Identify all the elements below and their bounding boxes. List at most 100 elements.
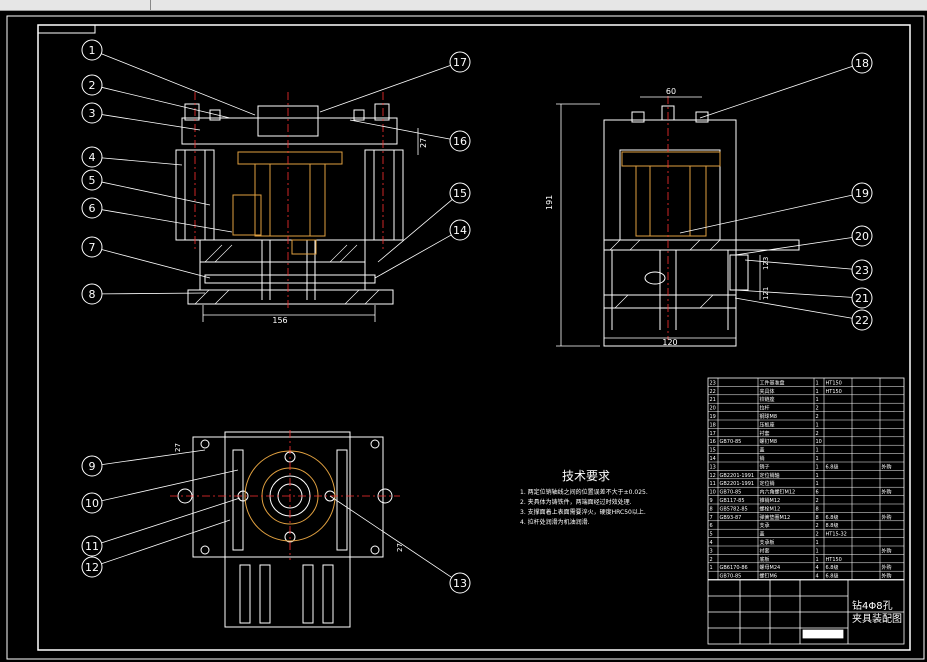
bom-cell-mat: 6.8级 xyxy=(826,514,839,521)
balloon-label: 18 xyxy=(855,57,869,70)
dim-side-121: 121 xyxy=(762,287,770,300)
balloon-label: 14 xyxy=(453,224,467,237)
bom-cell-name: 锥销M12 xyxy=(760,497,781,504)
bom-cell-no: 14 xyxy=(710,456,716,462)
bom-cell-code: GB70-85 xyxy=(720,490,742,496)
balloon-leader xyxy=(101,519,231,565)
balloon-label: 3 xyxy=(89,107,96,120)
bom-cell-qty: 10 xyxy=(816,439,822,445)
bom-cell-qty: 2 xyxy=(816,532,819,538)
balloon-leader xyxy=(734,237,853,256)
bom-cell-no: 1 xyxy=(710,565,713,571)
bom-cell-qty: 8 xyxy=(816,515,819,521)
balloon-circle xyxy=(81,492,103,514)
bom-cell-no: 21 xyxy=(710,397,716,403)
bom-cell-code: GB2201-1991 xyxy=(720,473,755,479)
bom-cell-name: 销子 xyxy=(760,463,770,470)
balloon-leader xyxy=(101,292,206,295)
bom-cell-no: 8 xyxy=(710,506,713,512)
balloon-leader xyxy=(734,289,853,298)
dim-side-123: 123 xyxy=(762,257,770,270)
balloon-label: 8 xyxy=(89,288,96,301)
balloon-label: 1 xyxy=(89,44,96,57)
side-hatch xyxy=(609,239,721,309)
balloon-circle xyxy=(81,535,103,557)
window-tab[interactable] xyxy=(0,0,151,10)
bom-cell-no: 17 xyxy=(710,431,716,437)
dim-front-27: 27 xyxy=(419,138,428,148)
balloon-leader xyxy=(679,194,853,234)
balloon-label: 21 xyxy=(855,292,869,305)
bom-cell-mat: 6.8级 xyxy=(826,573,839,580)
balloon-label: 4 xyxy=(89,151,96,164)
bom-cell-qty: 1 xyxy=(816,481,819,487)
side-dimensions xyxy=(556,96,761,347)
balloon-leader xyxy=(374,234,452,279)
dim-plan-27-left: 27 xyxy=(174,443,182,452)
bom-cell-qty: 2 xyxy=(816,523,819,529)
dim-120: 120 xyxy=(662,338,677,347)
balloon-leader xyxy=(744,259,853,270)
balloon-circle xyxy=(81,169,103,191)
balloon-leader xyxy=(101,157,183,166)
bom-cell-no: 3 xyxy=(710,548,713,554)
tech-note-2: 2. 夹具体为铸铁件，两端面经过时效处理. xyxy=(520,498,632,506)
balloon-label: 22 xyxy=(855,314,869,327)
balloon-circle xyxy=(81,455,103,477)
bom-cell-name: 衬套 xyxy=(760,430,770,437)
balloon-leader xyxy=(101,249,211,279)
balloon-label: 5 xyxy=(89,174,96,187)
dim-156: 156 xyxy=(272,316,287,325)
balloon-circle xyxy=(851,287,873,309)
balloon-leader xyxy=(101,114,201,131)
inner-border xyxy=(37,24,911,651)
plan-centerlines xyxy=(170,430,400,560)
bom-cell-code: GB5782-85 xyxy=(720,506,748,512)
balloon-label: 19 xyxy=(855,187,869,200)
bom-cell-name: 内六角螺钉M12 xyxy=(760,489,796,496)
bom-cell-name: 铰链座 xyxy=(760,396,775,403)
bom-cell-qty: 1 xyxy=(816,456,819,462)
bom-cell-qty: 1 xyxy=(816,464,819,470)
bom-cell-qty: 1 xyxy=(816,540,819,546)
bom-cell-no: 5 xyxy=(710,532,713,538)
tech-notes-title: 技术要求 xyxy=(562,469,610,483)
bom-cell-qty: 2 xyxy=(816,414,819,420)
front-workpiece xyxy=(232,151,343,255)
front-dimension-156 xyxy=(202,305,376,322)
bom-cell-note: 外购 xyxy=(882,514,892,521)
balloon-leader xyxy=(329,495,452,578)
bom-cell-mat: 6.8级 xyxy=(826,463,839,470)
title-block xyxy=(707,579,905,645)
balloon-label: 17 xyxy=(453,56,467,69)
bom-cell-no: 16 xyxy=(710,439,716,445)
bom-cell-name: 弹簧垫圈M12 xyxy=(760,514,791,521)
title-line-1: 钻4Φ8孔 xyxy=(852,599,893,612)
balloon-circle xyxy=(81,146,103,168)
bom-cell-qty: 1 xyxy=(816,448,819,454)
balloon-leader xyxy=(101,209,233,233)
front-view xyxy=(175,103,404,305)
bom-cell-code: GB117-85 xyxy=(720,498,745,504)
bom-cell-name: 螺钉M8 xyxy=(760,438,778,445)
tech-note-3: 3. 支撑面着上表面需要淬火，硬度HRC50以上. xyxy=(520,508,646,516)
balloon-circle xyxy=(81,74,103,96)
balloon-circle xyxy=(851,259,873,281)
bom-cell-no: 20 xyxy=(710,406,716,412)
bom-cell-qty: 2 xyxy=(816,498,819,504)
balloon-label: 23 xyxy=(855,264,869,277)
bom-cell-code: GB93-87 xyxy=(720,515,742,521)
bom-cell-name: 盖 xyxy=(760,531,765,538)
bom-cell-qty: 1 xyxy=(816,548,819,554)
bom-cell-no: 4 xyxy=(710,540,713,546)
balloon-label: 16 xyxy=(453,135,467,148)
bom-cell-qty: 1 xyxy=(816,473,819,479)
balloon-circle xyxy=(81,283,103,305)
bom-cell-no: 11 xyxy=(710,481,716,487)
bom-cell-note: 外购 xyxy=(882,547,892,554)
bom-cell-qty: 1 xyxy=(816,422,819,428)
balloon-leader xyxy=(377,199,453,263)
balloon-leader xyxy=(101,469,239,502)
bom-cell-name: 支承板 xyxy=(760,539,775,546)
